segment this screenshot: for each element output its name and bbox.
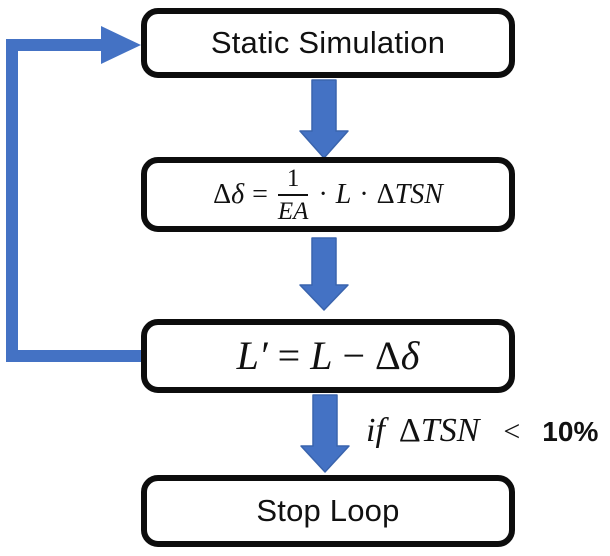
condition-operator: < — [503, 415, 521, 448]
condition-threshold: 10% — [542, 416, 599, 447]
eq3-capital-delta: Δ — [375, 333, 401, 378]
feedback-loop-arrow-line — [6, 39, 143, 362]
eq2-small-delta: δ — [231, 178, 245, 210]
eq2-dot-1: · — [318, 178, 328, 210]
condition-capital-delta: Δ — [398, 412, 421, 449]
eq3-minus: − — [342, 333, 366, 378]
eq2-dot-2: · — [359, 178, 369, 210]
down-arrow-3-icon — [300, 394, 350, 473]
stop-loop-label: Stop Loop — [256, 493, 400, 528]
static-simulation-box: Static Simulation — [141, 8, 515, 78]
down-arrow-2-icon — [299, 237, 349, 311]
feedback-loop-arrowhead-icon — [101, 26, 141, 64]
eq3-equals: = — [277, 333, 301, 378]
eq2-fraction: 1 EA — [277, 164, 309, 225]
eq2-denominator: EA — [277, 197, 309, 225]
condition-tsn: TSN — [420, 412, 480, 449]
down-arrow-1-icon — [299, 79, 349, 159]
eq2-length-symbol: L — [335, 178, 352, 210]
eq2-numerator: 1 — [286, 164, 300, 192]
eq2-equals: = — [252, 178, 268, 210]
eq3-small-delta: δ — [400, 333, 420, 378]
static-simulation-label: Static Simulation — [210, 25, 446, 60]
eq2-capital-delta-2: Δ — [376, 178, 395, 210]
eq2-tsn: TSN — [394, 178, 443, 210]
fraction-bar — [277, 193, 309, 196]
eq3-l-prime: L′ — [236, 333, 268, 378]
condition-if-word: if — [366, 412, 385, 449]
eq2-capital-delta: Δ — [213, 178, 232, 210]
eq3-length-symbol: L — [310, 333, 333, 378]
stop-loop-box: Stop Loop — [141, 475, 515, 547]
